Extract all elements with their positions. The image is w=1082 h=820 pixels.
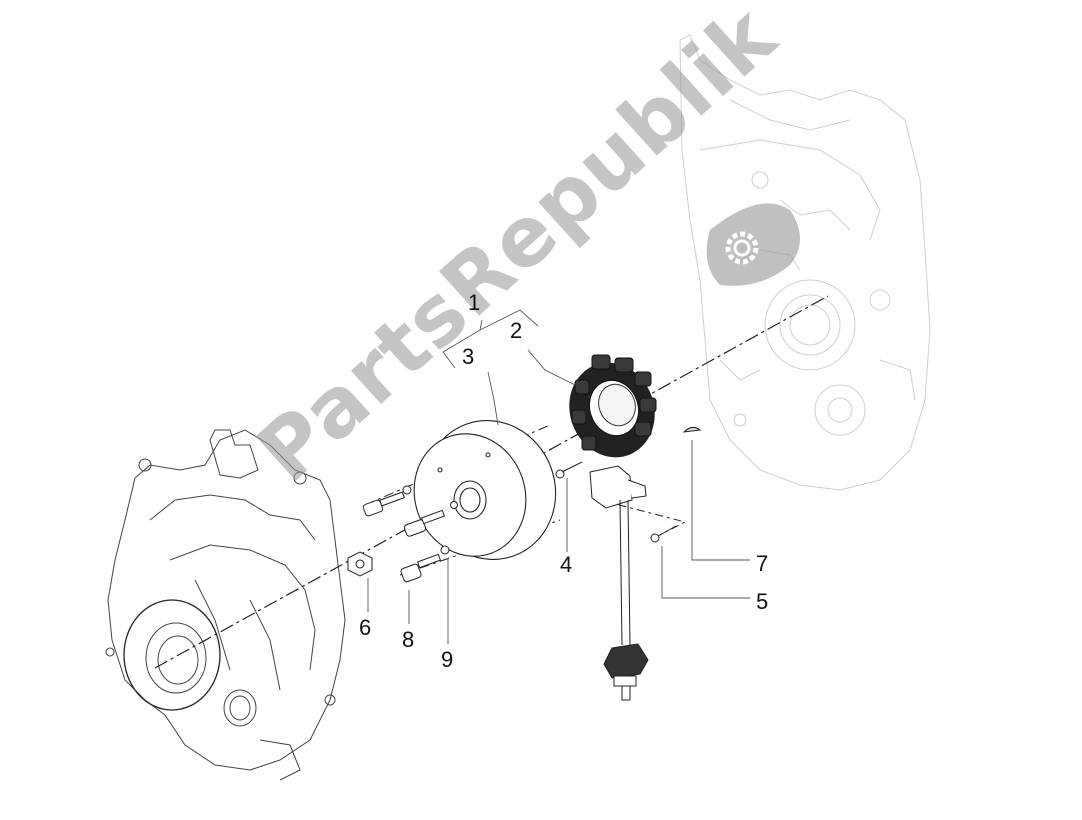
engine-block-background xyxy=(679,34,931,491)
pickup-cable-connector xyxy=(589,465,649,701)
callout-2: 2 xyxy=(510,318,523,343)
rotor-flywheel xyxy=(413,420,557,560)
callout-5: 5 xyxy=(756,589,769,614)
callout-1: 1 xyxy=(468,290,481,315)
fasteners xyxy=(347,426,702,583)
stator xyxy=(569,354,657,458)
callout-7: 7 xyxy=(756,551,769,576)
callout-4: 4 xyxy=(560,552,573,577)
callout-3: 3 xyxy=(462,344,475,369)
crankcase-cover xyxy=(105,429,346,781)
leader-lines xyxy=(367,309,750,644)
gear-icon xyxy=(706,203,800,286)
callout-6: 6 xyxy=(359,615,372,640)
callout-9: 9 xyxy=(441,647,454,672)
callout-8: 8 xyxy=(402,627,415,652)
